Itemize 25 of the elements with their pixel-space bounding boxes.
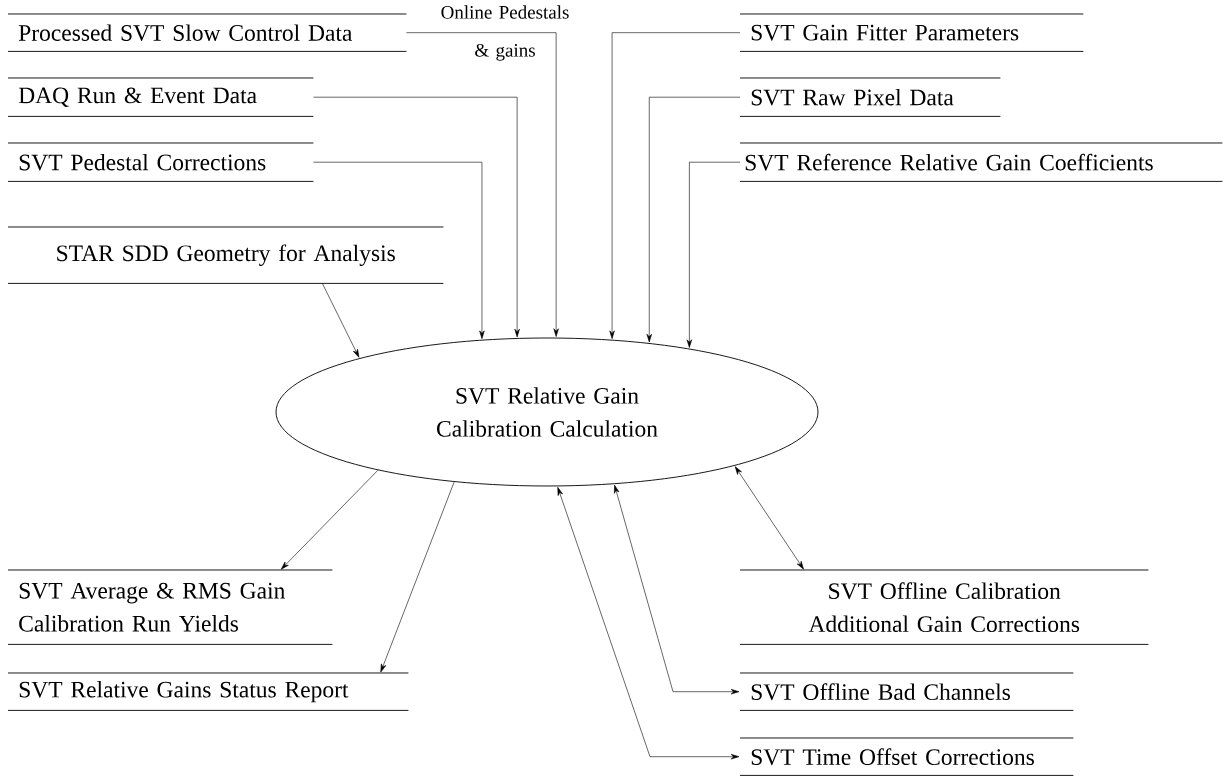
data-store: DAQ Run & Event Data (7, 77, 314, 117)
arrow (557, 487, 740, 760)
data-store: SVT Raw Pixel Data (739, 77, 1001, 117)
arrow (614, 484, 740, 695)
arrow (686, 161, 741, 348)
arrow (734, 466, 804, 570)
arrow (380, 481, 455, 673)
arrow (313, 161, 485, 339)
arrow (280, 469, 379, 570)
data-store: SVT Offline Calibration Additional Gain Corrections (739, 569, 1149, 645)
data-store: SVT Relative Gains Status Report (7, 672, 409, 711)
arrow (406, 32, 559, 337)
data-store: STAR SDD Geometry for Analysis (7, 226, 444, 284)
data-store: SVT Gain Fitter Parameters (739, 13, 1084, 52)
data-store: SVT Time Offset Corrections (739, 737, 1074, 776)
arrow (313, 96, 520, 338)
data-store: Processed SVT Slow Control Data (7, 13, 407, 52)
data-store: SVT Average & RMS Gain Calibration Run Yields (7, 569, 333, 645)
data-store: SVT Offline Bad Channels (739, 672, 1074, 711)
data-store: SVT Reference Relative Gain Coefficients (739, 142, 1223, 182)
edge-label: Online Pedestals & gains (441, 5, 569, 61)
arrow (322, 283, 360, 358)
arrow (609, 32, 741, 339)
data-store: SVT Pedestal Corrections (7, 142, 314, 182)
arrow (646, 96, 741, 343)
